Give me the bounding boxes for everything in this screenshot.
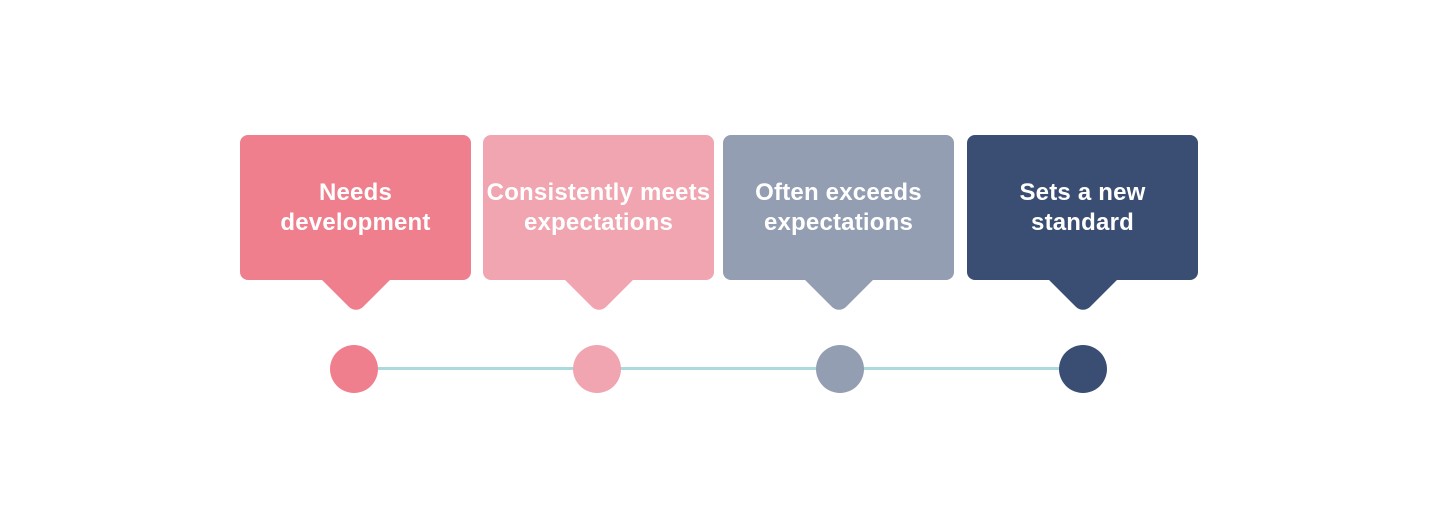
- bubble-label-line: expectations: [763, 208, 914, 236]
- bubble-tail-icon: [564, 246, 633, 314]
- timeline-dot-needs-development: [330, 345, 378, 393]
- bubble-label-line: Consistently meets: [486, 178, 711, 206]
- bubble-needs-development: Needs development: [240, 135, 471, 314]
- bubble-sets-a-new-standard: Sets a new standard: [967, 135, 1198, 314]
- bubble-label-line: standard: [1031, 208, 1134, 236]
- timeline-dot-sets-a-new-standard: [1059, 345, 1107, 393]
- bubble-label-line: Needs: [318, 178, 393, 206]
- timeline-dot-consistently-meets-expectations: [573, 345, 621, 393]
- bubble-tail-icon: [321, 246, 390, 314]
- bubble-consistently-meets-expectations: Consistently meets expectations: [483, 135, 714, 314]
- timeline-line: [354, 367, 1083, 370]
- bubble-label-line: development: [280, 208, 431, 236]
- bubble-label-line: Sets a new: [1019, 178, 1146, 206]
- bubble-often-exceeds-expectations: Often exceeds expectations: [723, 135, 954, 314]
- bubble-tail-icon: [1048, 246, 1117, 314]
- timeline-dot-often-exceeds-expectations: [816, 345, 864, 393]
- bubble-label-line: Often exceeds: [755, 178, 922, 206]
- bubble-label-line: expectations: [523, 208, 674, 236]
- bubble-tail-icon: [804, 246, 873, 314]
